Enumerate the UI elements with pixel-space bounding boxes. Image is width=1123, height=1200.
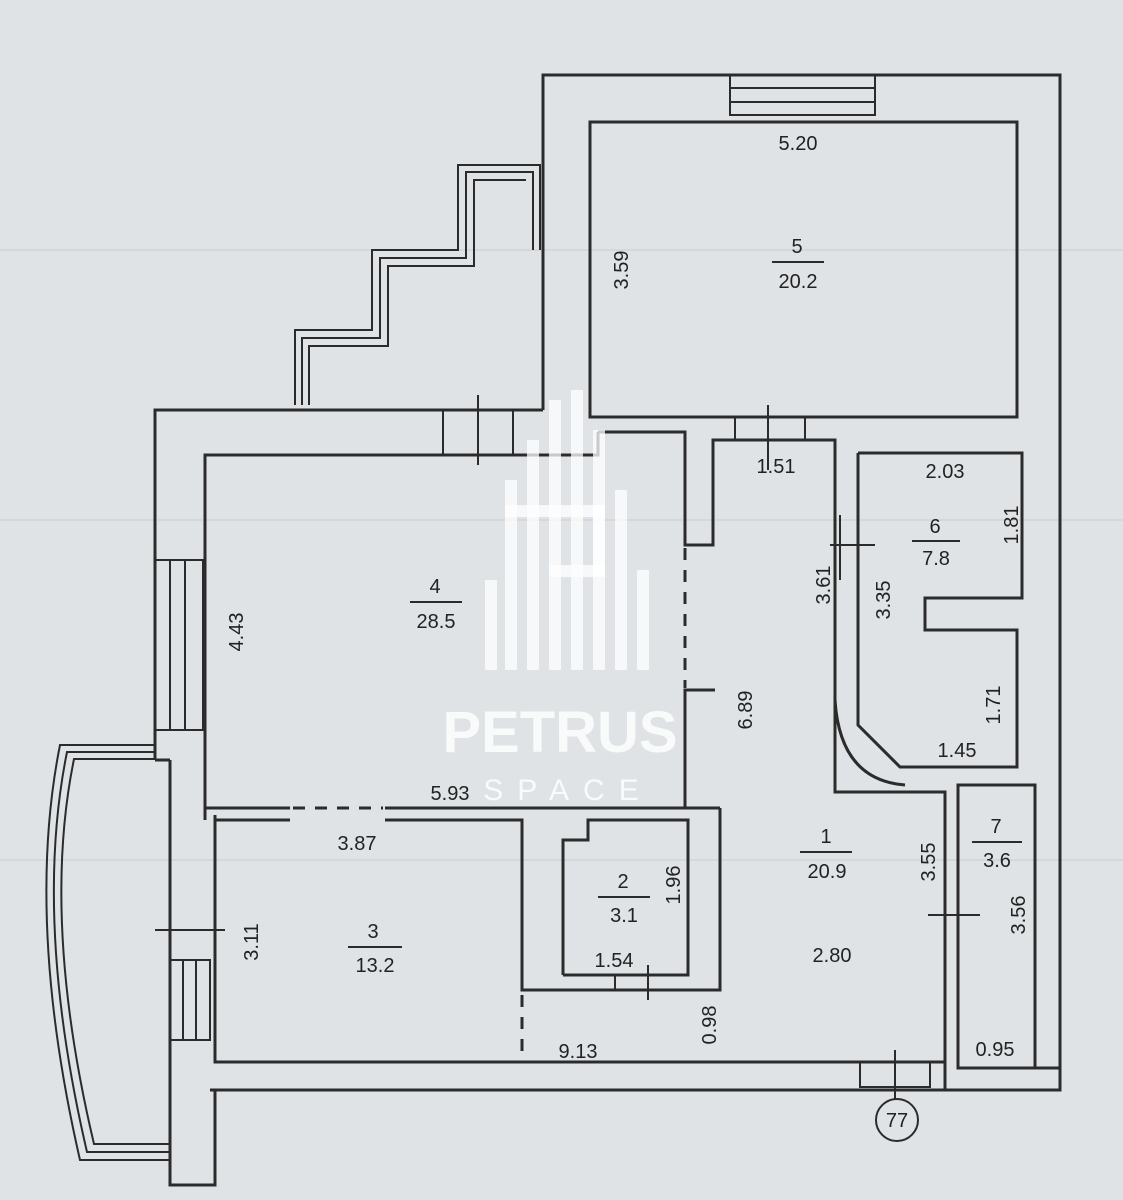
dim-1-45: 1.45 — [938, 740, 977, 762]
apartment-number-marker: 77 — [875, 1098, 919, 1142]
room-6-area: 7.8 — [922, 548, 950, 570]
room-1-area: 20.9 — [808, 861, 847, 883]
room-6-number: 6 — [929, 516, 940, 538]
door-marks — [155, 395, 980, 1100]
dim-6-89: 6.89 — [735, 691, 757, 730]
walls — [153, 73, 1062, 1187]
dim-3-61: 3.61 — [813, 566, 835, 605]
watermark-title: PETRUS — [442, 700, 677, 765]
dim-5-20: 5.20 — [779, 133, 818, 155]
room-5-number: 5 — [791, 236, 802, 258]
watermark-logo-icon — [485, 390, 649, 670]
dim-3-59: 3.59 — [611, 251, 633, 290]
dim-1-81: 1.81 — [1001, 506, 1023, 545]
room-7-area: 3.6 — [983, 850, 1011, 872]
room-3-number: 3 — [367, 921, 378, 943]
curved-balcony — [45, 744, 170, 1161]
dim-3-11: 3.11 — [241, 923, 263, 960]
dim-3-35: 3.35 — [873, 581, 895, 620]
room-1-number: 1 — [820, 826, 831, 848]
room-3-area: 13.2 — [356, 955, 395, 977]
dim-1-54: 1.54 — [595, 950, 634, 972]
dim-2-03: 2.03 — [926, 461, 965, 483]
dim-3-87: 3.87 — [338, 833, 377, 855]
room-7-number: 7 — [990, 816, 1001, 838]
dim-4-43: 4.43 — [226, 613, 248, 652]
dimension-labels: 5.20 3.59 1.51 2.03 1.81 3.61 3.35 1.71 … — [226, 133, 1030, 1063]
dim-2-80: 2.80 — [813, 945, 852, 967]
room-2-area: 3.1 — [610, 905, 638, 927]
openings — [293, 548, 687, 1062]
dim-3-56: 3.56 — [1008, 896, 1030, 935]
room-4-area: 28.5 — [417, 611, 456, 633]
room-5-area: 20.2 — [779, 271, 818, 293]
dim-0-95: 0.95 — [976, 1039, 1015, 1061]
dim-1-71: 1.71 — [983, 686, 1005, 725]
room-labels: 5 20.2 4 28.5 6 7.8 1 20.9 7 3.6 2 3.1 3… — [348, 236, 1022, 977]
dim-0-98: 0.98 — [699, 1006, 721, 1045]
room-4-number: 4 — [429, 576, 440, 598]
watermark: PETRUS SPACE — [442, 390, 678, 807]
stepped-balcony — [294, 164, 541, 405]
watermark-subtitle: SPACE — [483, 774, 652, 807]
dim-1-96: 1.96 — [663, 866, 685, 905]
dim-3-55: 3.55 — [918, 843, 940, 882]
dim-9-13: 9.13 — [559, 1041, 598, 1063]
room-2-number: 2 — [617, 871, 628, 893]
dim-1-51: 1.51 — [757, 456, 796, 478]
apartment-number: 77 — [886, 1110, 908, 1132]
dim-5-93: 5.93 — [431, 783, 470, 805]
